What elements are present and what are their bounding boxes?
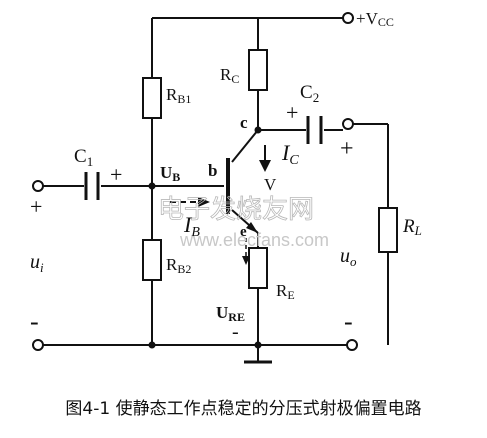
label-c1: C1: [74, 146, 93, 169]
resistor-rl: [378, 207, 398, 253]
label-ub: UB: [160, 163, 180, 184]
sign-ure-minus: -: [232, 321, 239, 343]
label-re: RE: [276, 281, 295, 302]
label-rb1: RB1: [166, 85, 191, 106]
terminal-input-top: [32, 180, 44, 192]
label-ui: ui: [30, 251, 44, 275]
sign-input-plus: +: [30, 194, 42, 219]
watermark-url: www.elecfans.com: [179, 230, 329, 250]
resistor-re: [248, 247, 268, 289]
resistors: [142, 49, 398, 289]
label-rl: RL: [402, 216, 422, 238]
label-transistor: V: [264, 175, 277, 194]
watermark-cn: 电子发烧友网: [158, 195, 314, 225]
label-vcc: +VCC: [356, 9, 394, 29]
sign-output-plus: +: [340, 136, 354, 162]
junction-ground: [254, 341, 262, 349]
junctions: [148, 126, 262, 349]
capacitors: [84, 116, 323, 200]
figure-caption: 图4-1 使静态工作点稳定的分压式射极偏置电路: [65, 399, 422, 419]
resistor-rb2: [142, 239, 162, 281]
sign-output-minus: -: [344, 307, 353, 336]
terminal-output-bottom: [346, 339, 358, 351]
resistor-rb1: [142, 77, 162, 119]
label-rc: RC: [220, 65, 239, 86]
sign-c1-plus: +: [110, 162, 122, 187]
resistor-rc: [248, 49, 268, 91]
terminal-vcc: [342, 12, 354, 24]
label-c2: C2: [300, 82, 319, 105]
emitter-arrow: [246, 222, 258, 233]
label-ure: URE: [216, 303, 245, 324]
terminal-output-top: [342, 118, 354, 130]
label-rb2: RB2: [166, 255, 191, 276]
label-ib: IB: [183, 212, 200, 240]
junction-rb2-ground: [148, 341, 156, 349]
ie-arrow-head: [242, 256, 250, 265]
terminals: [32, 12, 358, 351]
sign-c2-plus: +: [286, 100, 298, 125]
junction-base: [148, 182, 156, 190]
wires: [42, 17, 389, 364]
label-ic: IC: [281, 140, 299, 168]
labels: +VCC RB1 RB2 RC RE RL C1 C2 UB URE IC IB…: [30, 9, 422, 343]
ib-arrow-head: [198, 197, 210, 207]
sign-input-minus: -: [30, 307, 39, 336]
label-node-c: c: [240, 113, 248, 132]
ic-arrow-head: [259, 160, 271, 172]
label-uo: uo: [340, 245, 357, 269]
label-node-b: b: [208, 161, 217, 180]
junction-collector: [254, 126, 262, 134]
arrows: [170, 145, 271, 265]
label-node-e: e: [240, 224, 247, 240]
terminal-input-bottom: [32, 339, 44, 351]
collector-lead: [231, 129, 259, 163]
